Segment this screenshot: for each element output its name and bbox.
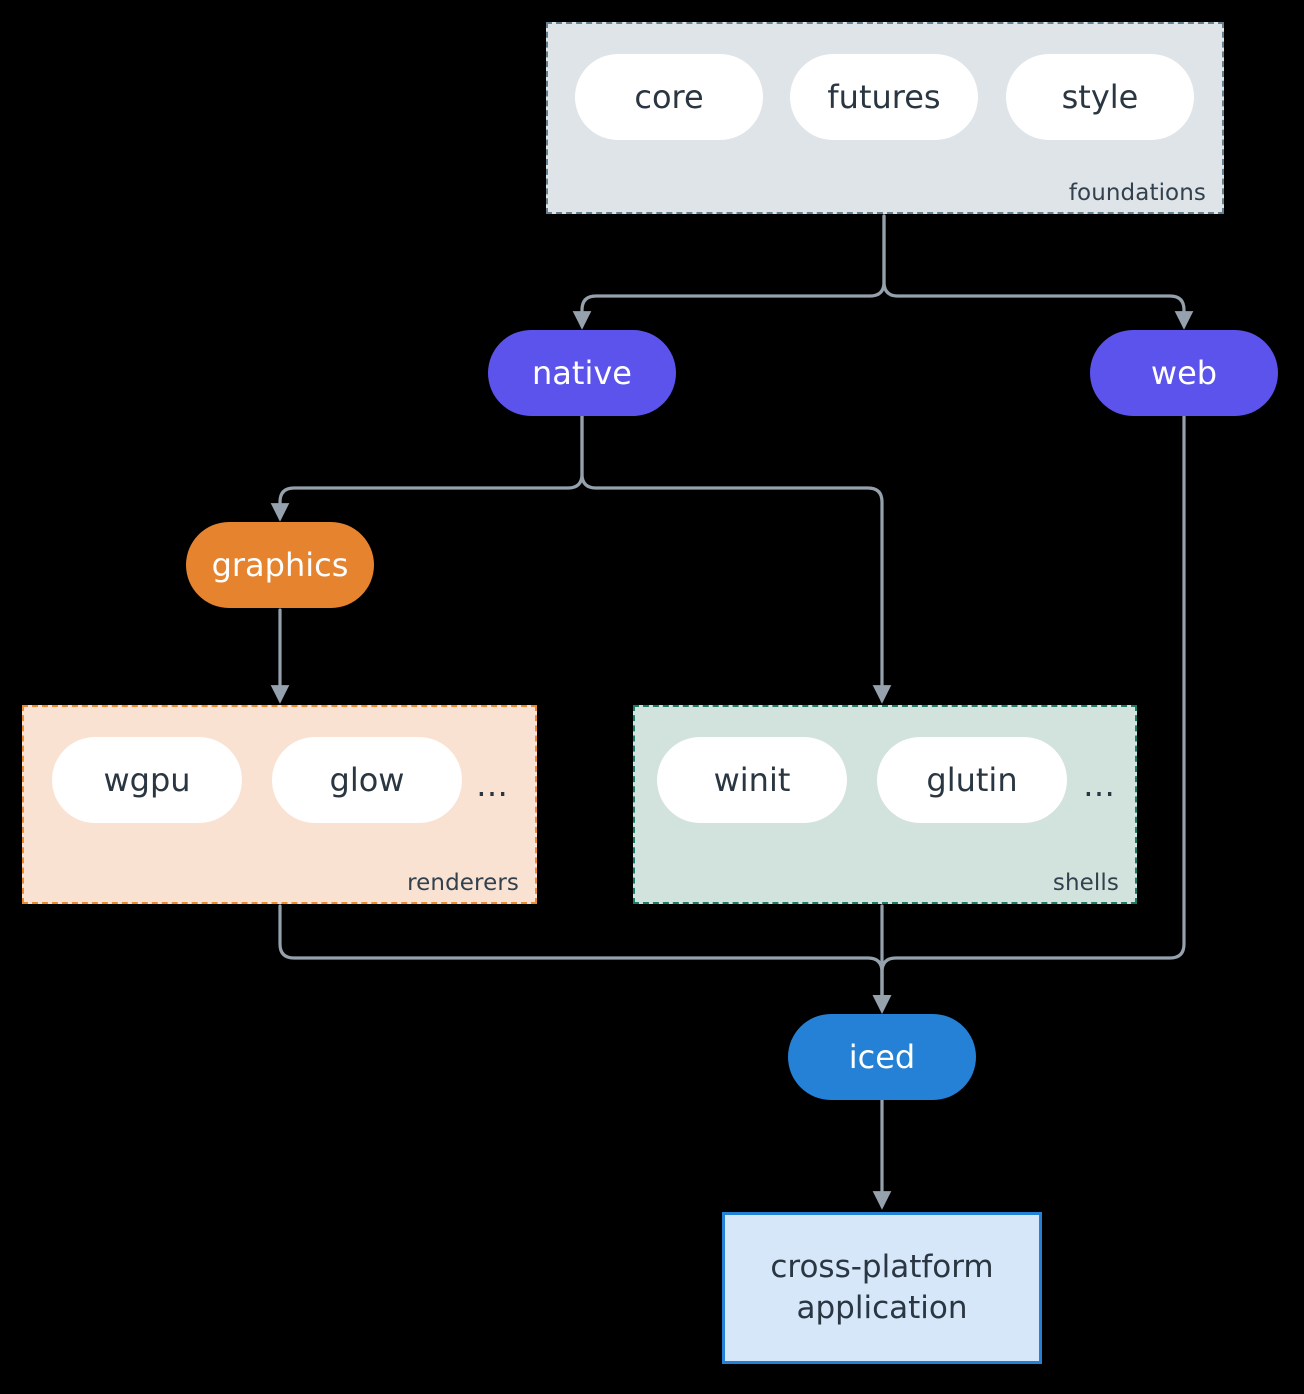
cluster-foundations: core futures style foundations <box>546 22 1224 214</box>
cluster-renderers: wgpu glow … renderers <box>22 705 537 904</box>
application-label-line1: cross-platform <box>770 1249 994 1286</box>
edge-native-shells <box>580 412 892 704</box>
pill-glutin[interactable]: glutin <box>877 737 1067 823</box>
cluster-label-shells: shells <box>1052 870 1119 896</box>
cluster-label-foundations: foundations <box>1068 180 1206 206</box>
edge-renderers-iced <box>278 904 892 1014</box>
shells-overflow-ellipsis: … <box>1083 766 1116 804</box>
cluster-label-renderers: renderers <box>407 870 519 896</box>
edge-foundations-native <box>572 214 886 330</box>
renderers-overflow-ellipsis: … <box>476 766 509 804</box>
cluster-shells: winit glutin … shells <box>633 705 1137 904</box>
pill-winit[interactable]: winit <box>657 737 847 823</box>
pill-glow[interactable]: glow <box>272 737 462 823</box>
node-graphics[interactable]: graphics <box>186 522 374 608</box>
node-native[interactable]: native <box>488 330 676 416</box>
node-web[interactable]: web <box>1090 330 1278 416</box>
pill-futures[interactable]: futures <box>790 54 978 140</box>
pill-wgpu[interactable]: wgpu <box>52 737 242 823</box>
edge-foundations-web <box>882 214 1194 330</box>
node-application[interactable]: cross-platform application <box>722 1212 1042 1364</box>
application-label-line2: application <box>796 1290 968 1326</box>
edge-native-graphics <box>270 412 584 522</box>
pill-core[interactable]: core <box>575 54 763 140</box>
pill-style[interactable]: style <box>1006 54 1194 140</box>
node-iced[interactable]: iced <box>788 1014 976 1100</box>
